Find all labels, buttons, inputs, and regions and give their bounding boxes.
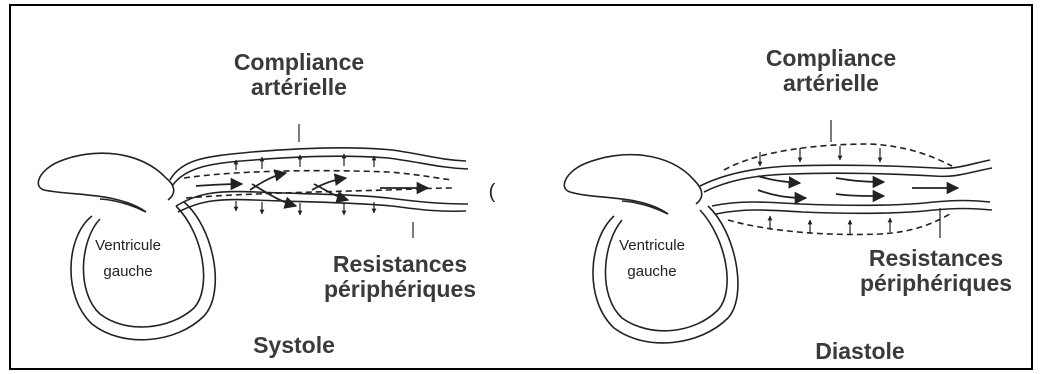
stray-mark: (	[485, 182, 499, 204]
systole-resistance-label: Resistances périphériques	[300, 252, 500, 302]
systole-atrium	[38, 153, 173, 212]
diastole-panel	[564, 120, 992, 343]
systole-panel	[38, 124, 468, 340]
diastole-atrium	[564, 155, 701, 214]
diastole-ventricle-label: Ventricule gauche	[612, 238, 692, 280]
systole-ventricle-label: Ventricule gauche	[88, 238, 168, 280]
diastole-aorta-bottom	[712, 201, 990, 207]
systole-compliance-label: Compliance artérielle	[209, 50, 389, 100]
diastole-phase-label: Diastole	[800, 339, 920, 364]
diastole-resistance-label: Resistances périphériques	[836, 246, 1036, 296]
systole-phase-label: Systole	[234, 333, 354, 358]
diastole-compliance-label: Compliance artérielle	[741, 46, 921, 96]
